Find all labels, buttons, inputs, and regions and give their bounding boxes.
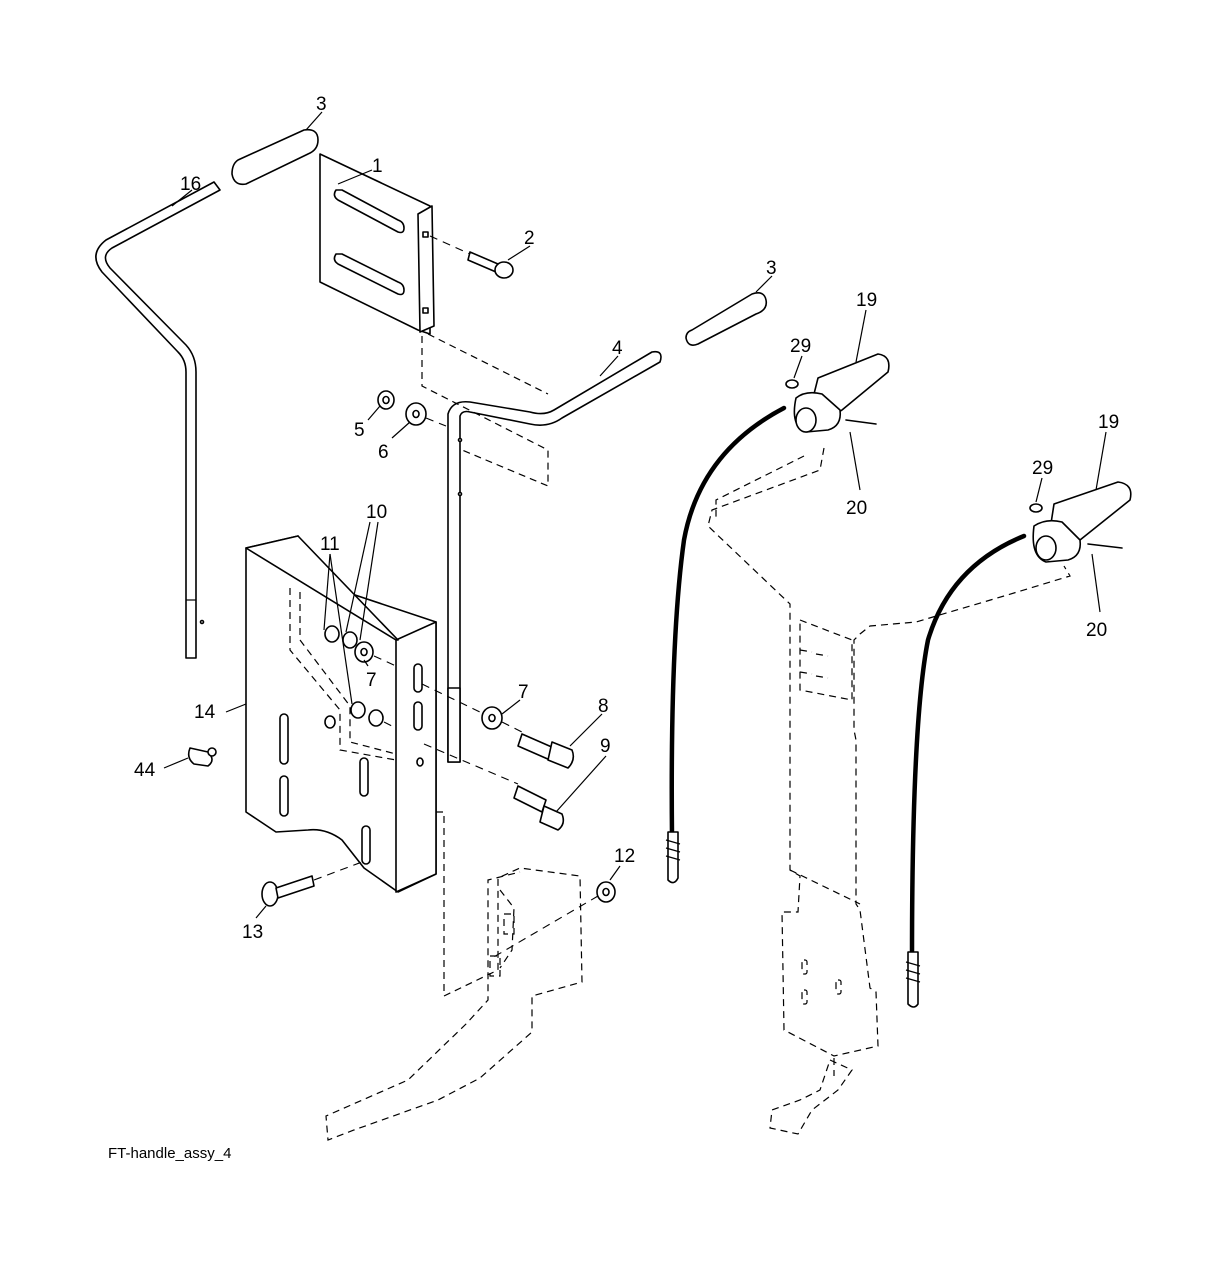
phantom-outline-plate xyxy=(421,333,549,487)
callout-8: 8 xyxy=(598,696,609,717)
clamp-part-44 xyxy=(187,747,217,767)
callout-11: 11 xyxy=(320,534,340,555)
phantom-frame-right xyxy=(707,447,1071,1135)
handle-bar-part-4 xyxy=(447,350,662,763)
callout-29-b: 29 xyxy=(1032,458,1053,479)
callout-12: 12 xyxy=(614,846,635,867)
callout-19-b: 19 xyxy=(1098,412,1119,433)
bolt-part-8 xyxy=(501,721,575,769)
control-lever-part-19-lower xyxy=(1029,481,1132,563)
callout-5: 5 xyxy=(354,420,365,441)
washer-part-6 xyxy=(405,402,447,427)
callout-20-b: 20 xyxy=(1086,620,1107,641)
callout-1: 1 xyxy=(372,156,383,177)
callout-3-a: 3 xyxy=(316,94,327,115)
control-cable-right xyxy=(905,533,1027,1008)
callout-2: 2 xyxy=(524,228,535,249)
callout-14: 14 xyxy=(194,702,216,723)
washer-part-7 xyxy=(421,683,503,730)
callout-20-a: 20 xyxy=(846,498,867,519)
callout-7-a: 7 xyxy=(366,670,377,691)
callout-4: 4 xyxy=(612,338,623,359)
main-bracket-part-14 xyxy=(245,535,437,893)
nut-part-5 xyxy=(377,390,395,410)
callout-3-b: 3 xyxy=(766,258,777,279)
grip-part-3-upper xyxy=(231,128,319,186)
callout-10: 10 xyxy=(366,502,387,523)
callout-19-a: 19 xyxy=(856,290,877,311)
bolt-part-13 xyxy=(261,861,363,907)
callout-29-a: 29 xyxy=(790,336,811,357)
washer-part-12 xyxy=(491,881,616,959)
callout-9: 9 xyxy=(600,736,611,757)
phantom-frame-lower-left xyxy=(325,811,583,1141)
handle-bar-part-16 xyxy=(95,181,221,659)
grip-part-3-right xyxy=(685,292,768,346)
callout-7-b: 7 xyxy=(518,682,529,703)
callout-44: 44 xyxy=(134,760,156,781)
callout-labels: 3 16 1 2 3 19 29 4 5 6 20 10 11 19 29 7 … xyxy=(134,94,1119,943)
leader-lines xyxy=(163,111,1107,919)
callout-13: 13 xyxy=(242,922,263,943)
callout-16: 16 xyxy=(180,174,201,195)
bracket-plate-part-1 xyxy=(319,153,435,335)
figure-id: FT-handle_assy_4 xyxy=(108,1145,231,1162)
bolt-part-2 xyxy=(429,235,514,279)
callout-6: 6 xyxy=(378,442,389,463)
control-cable-left xyxy=(665,405,787,884)
control-lever-part-19-upper xyxy=(785,353,890,433)
bolt-part-9 xyxy=(423,743,565,831)
